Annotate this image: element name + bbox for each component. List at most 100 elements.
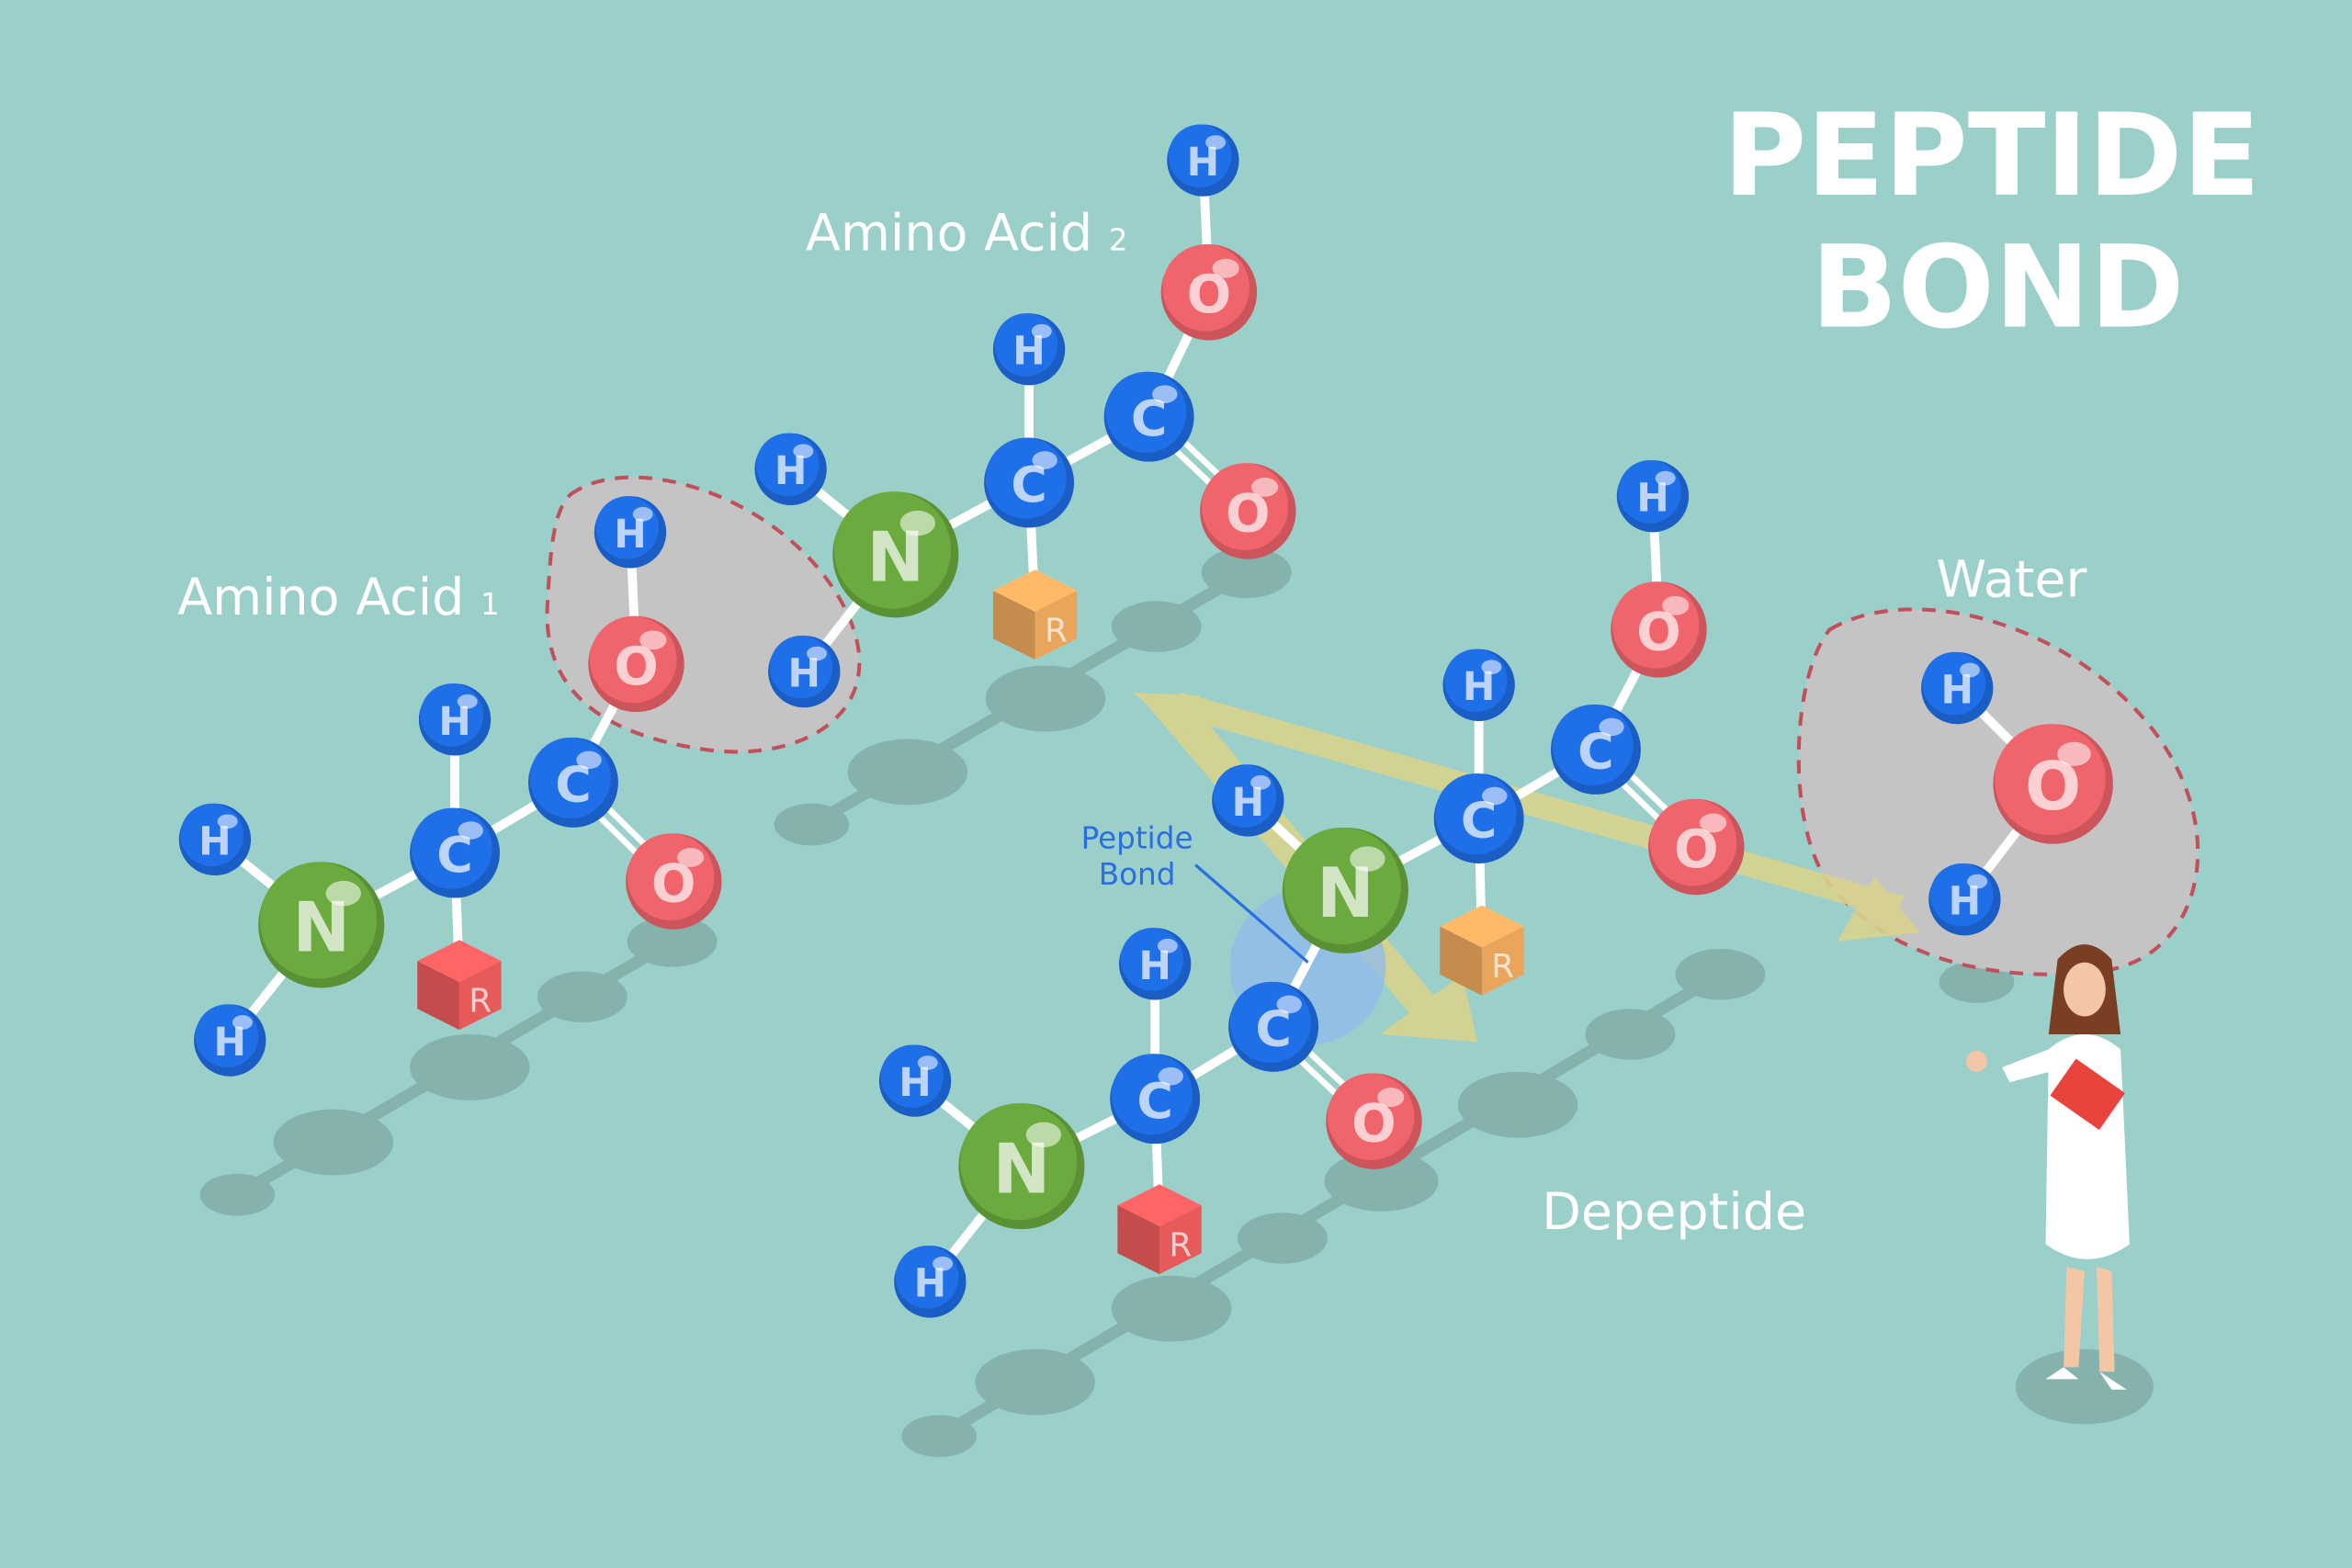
water-hydrogen-atom: H bbox=[1921, 651, 1994, 725]
amino-acid-2-carbon-atom: C bbox=[1103, 371, 1194, 462]
atom-shadow bbox=[1457, 1071, 1578, 1138]
dipeptide-hydrogen-atom: H bbox=[1616, 460, 1690, 533]
atom-symbol: H bbox=[1463, 665, 1496, 710]
atom-symbol: H bbox=[788, 652, 821, 697]
dipeptide-nitrogen-atom: N bbox=[958, 1103, 1085, 1230]
peptide-bond-label-line1: Peptide bbox=[1081, 821, 1193, 856]
atom-symbol: C bbox=[1011, 456, 1047, 513]
atom-shadow bbox=[975, 1348, 1095, 1416]
r-group-label: R bbox=[1045, 612, 1068, 649]
atom-shadow bbox=[1324, 1151, 1439, 1212]
atom-shadow bbox=[1237, 1213, 1328, 1264]
r-group-label: R bbox=[1169, 1227, 1192, 1265]
atom-symbol: N bbox=[866, 517, 924, 598]
atom-symbol: H bbox=[198, 819, 232, 864]
amino-acid-2-label: Amino Acid 2 bbox=[806, 205, 1128, 264]
atom-symbol: C bbox=[1136, 1072, 1173, 1130]
atom-symbol: H bbox=[213, 1021, 246, 1066]
atom-symbol: H bbox=[1187, 141, 1220, 186]
amino-acid-1-r-group-atom: R bbox=[417, 940, 502, 1031]
dipeptide-nitrogen-atom: N bbox=[1282, 827, 1408, 953]
atom-shadow bbox=[410, 1034, 530, 1100]
atom-symbol: C bbox=[1131, 389, 1168, 447]
atom-shadow bbox=[847, 739, 968, 806]
atom-shadow bbox=[627, 916, 718, 967]
dipeptide-carbon-atom: C bbox=[1433, 773, 1524, 863]
dipeptide-oxygen-atom: O bbox=[1648, 798, 1745, 896]
dipeptide-oxygen-atom: O bbox=[1326, 1073, 1422, 1169]
atom-symbol: H bbox=[1232, 781, 1265, 826]
atom-symbol: H bbox=[614, 513, 647, 558]
r-group-label: R bbox=[469, 983, 492, 1021]
atom-symbol: H bbox=[1012, 330, 1046, 375]
atom-symbol: O bbox=[614, 637, 659, 697]
r-group-label: R bbox=[1491, 948, 1514, 986]
atom-symbol: O bbox=[1226, 483, 1271, 544]
amino-acid-2-hydrogen-atom: H bbox=[754, 433, 827, 505]
atoms: H H N C H R C O O H H bbox=[178, 124, 2113, 1318]
atom-symbol: H bbox=[899, 1061, 932, 1106]
amino-acid-1-oxygen-atom: O bbox=[588, 615, 684, 713]
dipeptide-label: Depeptide bbox=[1542, 1183, 1806, 1242]
atom-symbol: N bbox=[993, 1128, 1051, 1209]
amino-acid-2-oxygen-atom: O bbox=[1200, 463, 1296, 559]
amino-acid-2-hydrogen-atom: H bbox=[992, 313, 1066, 386]
atom-symbol: H bbox=[1636, 477, 1669, 522]
amino-acid-1-hydrogen-atom: H bbox=[418, 683, 492, 756]
dipeptide-carbon-atom: C bbox=[1550, 705, 1641, 795]
dipeptide-r-group-atom: R bbox=[1440, 905, 1524, 996]
dipeptide-hydrogen-atom: H bbox=[1118, 928, 1192, 1000]
amino-acid-1-label: Amino Acid 1 bbox=[177, 569, 500, 627]
amino-acid-1-hydrogen-atom: H bbox=[178, 803, 252, 876]
atom-symbol: H bbox=[1949, 880, 1982, 925]
amino-acid-2-r-group-atom: R bbox=[992, 570, 1078, 660]
atom-shadow bbox=[774, 803, 850, 846]
atom-symbol: C bbox=[1461, 792, 1498, 850]
dipeptide-hydrogen-atom: H bbox=[894, 1246, 967, 1318]
atom-symbol: O bbox=[1351, 1094, 1396, 1155]
atom-symbol: N bbox=[1317, 852, 1374, 933]
atom-shadow bbox=[1675, 949, 1766, 1000]
dipeptide-hydrogen-atom: H bbox=[1212, 764, 1284, 837]
water-oxygen-atom: O bbox=[1993, 724, 2113, 844]
amino-acid-2-hydrogen-atom: H bbox=[768, 635, 841, 708]
dipeptide-r-group-atom: R bbox=[1117, 1184, 1202, 1275]
atom-shadow bbox=[1111, 1275, 1232, 1342]
peptide-bond-label-line2: Bond bbox=[1099, 857, 1176, 892]
atom-symbol: O bbox=[2025, 748, 2081, 825]
atom-symbol: O bbox=[651, 854, 696, 915]
atom-shadow bbox=[1585, 1009, 1676, 1060]
atom-symbol: C bbox=[436, 826, 473, 884]
atom-symbol: N bbox=[292, 887, 350, 968]
water-hydrogen-atom: H bbox=[1928, 863, 2001, 936]
atom-shadow bbox=[273, 1109, 394, 1176]
atom-shadow bbox=[537, 971, 628, 1022]
amino-acid-1-carbon-atom: C bbox=[528, 737, 618, 828]
dipeptide-carbon-atom: C bbox=[1110, 1054, 1201, 1145]
atom-symbol: H bbox=[914, 1262, 947, 1307]
amino-acid-1-hydrogen-atom: H bbox=[194, 1004, 266, 1077]
atom-symbol: O bbox=[1636, 602, 1681, 662]
atom-symbol: H bbox=[1940, 669, 1973, 714]
amino-acid-1-carbon-atom: C bbox=[410, 807, 500, 898]
atom-symbol: O bbox=[1187, 265, 1232, 325]
atom-shadow bbox=[1111, 601, 1202, 652]
atom-symbol: C bbox=[555, 755, 592, 813]
peptide-bond-pointer bbox=[1194, 863, 1309, 964]
amino-acid-2-carbon-atom: C bbox=[984, 437, 1075, 528]
title-line2: BOND bbox=[1811, 222, 2185, 355]
amino-acid-1-hydrogen-atom: H bbox=[594, 496, 667, 569]
atom-shadow bbox=[199, 1173, 276, 1216]
amino-acid-2-hydrogen-atom: H bbox=[1167, 124, 1239, 197]
atom-shadow bbox=[985, 665, 1106, 732]
dipeptide-hydrogen-atom: H bbox=[878, 1044, 952, 1117]
atom-shadow bbox=[1201, 547, 1292, 599]
dipeptide-hydrogen-atom: H bbox=[1442, 649, 1515, 721]
atom-shadow bbox=[901, 1415, 977, 1458]
atom-symbol: H bbox=[438, 700, 471, 745]
title-line1: PEPTIDE bbox=[1723, 90, 2260, 222]
dipeptide-carbon-atom: C bbox=[1228, 981, 1319, 1072]
amino-acid-1-nitrogen-atom: N bbox=[258, 862, 385, 988]
atom-symbol: H bbox=[775, 449, 808, 494]
